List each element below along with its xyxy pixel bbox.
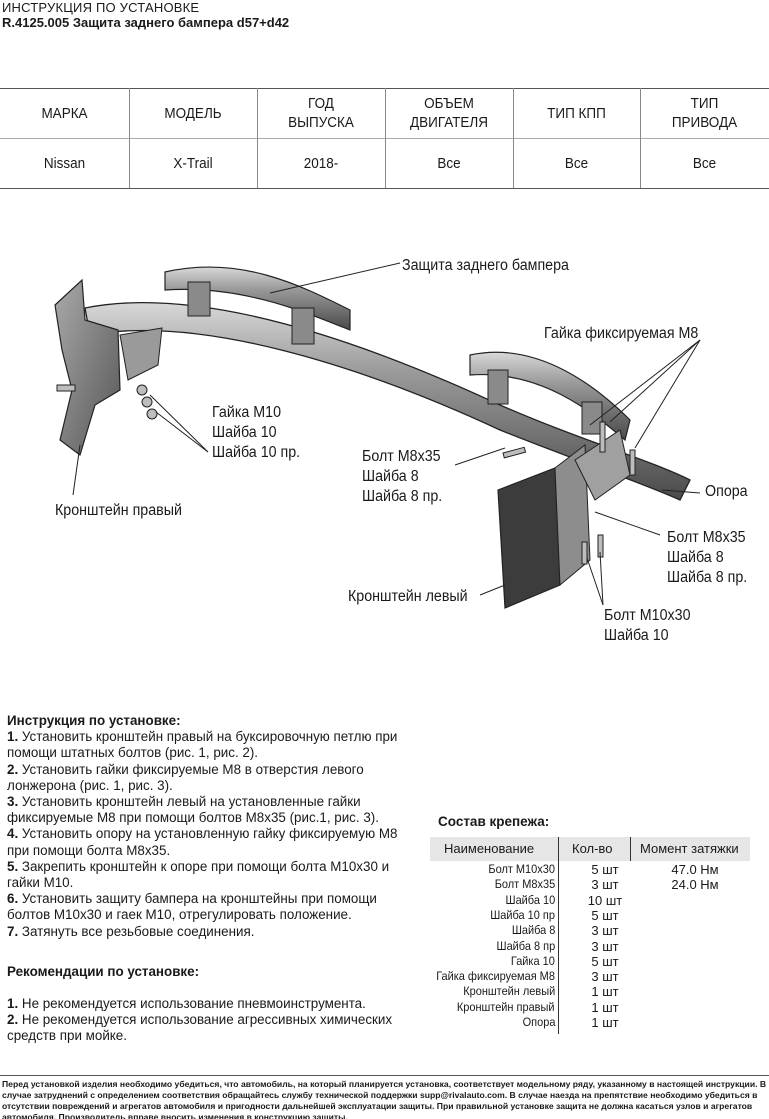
connector bbox=[291, 307, 315, 345]
washer bbox=[146, 408, 158, 420]
left-bracket-arm bbox=[554, 444, 591, 587]
label-washer-8-a: Шайба 8 bbox=[362, 468, 419, 485]
legal-footer: Перед установкой изделия необходимо убед… bbox=[0, 1075, 769, 1119]
header-gearbox: ТИП КПП bbox=[547, 104, 606, 122]
value-gearbox: Все bbox=[564, 154, 589, 172]
product-title: R.4125.005 Защита заднего бампера d57+d4… bbox=[2, 15, 290, 30]
instructions-title: Инструкция по установке: bbox=[7, 713, 181, 728]
left-bracket-plate bbox=[497, 467, 561, 609]
value-year: 2018- bbox=[303, 154, 339, 172]
fasteners-title: Состав крепежа: bbox=[438, 814, 550, 829]
installation-instructions: Инструкция по установке: 1. Установить к… bbox=[7, 713, 417, 1045]
value-engine: Все bbox=[437, 154, 461, 172]
label-bracket-left: Кронштейн левый bbox=[348, 588, 468, 605]
bolt bbox=[581, 541, 588, 565]
header-model: МОДЕЛЬ bbox=[164, 104, 222, 122]
value-drive: Все bbox=[692, 154, 717, 172]
connector bbox=[187, 281, 211, 317]
leader-lines bbox=[72, 262, 701, 606]
fasteners-divider bbox=[630, 837, 631, 861]
label-guard: Защита заднего бампера bbox=[402, 257, 569, 274]
label-bolt-m8-b: Болт М8х35 bbox=[667, 529, 746, 546]
fasteners-group bbox=[56, 384, 636, 565]
col-divider bbox=[257, 88, 258, 188]
bolt bbox=[502, 446, 527, 459]
connector bbox=[487, 369, 509, 405]
col-divider bbox=[513, 88, 514, 188]
bolt bbox=[629, 449, 636, 476]
label-support: Опора bbox=[705, 483, 748, 500]
instruction-step: 1. Установить кронштейн правый на буксир… bbox=[7, 729, 398, 761]
recommendation-item: 1. Не рекомендуется использование пневмо… bbox=[7, 996, 366, 1012]
label-washer-8-b: Шайба 8 bbox=[667, 549, 724, 566]
table-mid-rule bbox=[0, 138, 769, 139]
label-washer-8-spring-a: Шайба 8 пр. bbox=[362, 488, 443, 505]
col-divider bbox=[640, 88, 641, 188]
recommendations-title: Рекомендации по установке: bbox=[7, 963, 200, 979]
label-washer-10-b: Шайба 10 bbox=[604, 627, 669, 644]
table-top-rule bbox=[0, 88, 769, 89]
table-bottom-rule bbox=[0, 188, 769, 189]
upper-tube-right bbox=[469, 351, 631, 442]
value-make: Nissan bbox=[43, 154, 86, 172]
label-nut-m10: Гайка М10 bbox=[212, 404, 282, 421]
label-bolt-m8-a: Болт М8х35 bbox=[362, 448, 441, 465]
label-washer-8-spring-b: Шайба 8 пр. bbox=[667, 569, 748, 586]
label-washer-10: Шайба 10 bbox=[212, 424, 277, 441]
instruction-step: 7. Затянуть все резьбовые соединения. bbox=[7, 923, 255, 939]
label-bolt-m10: Болт М10х30 bbox=[604, 607, 691, 624]
label-washer-10-spring: Шайба 10 пр. bbox=[212, 444, 301, 461]
instruction-step: 6. Установить защиту бампера на кронштей… bbox=[7, 891, 377, 923]
doc-header-label: ИНСТРУКЦИЯ ПО УСТАНОВКЕ bbox=[2, 0, 200, 15]
col-divider bbox=[129, 88, 130, 188]
header-make: МАРКА bbox=[41, 104, 88, 122]
right-bracket-shape bbox=[54, 278, 121, 456]
fasteners-header-row bbox=[430, 837, 750, 861]
assembly-diagram: Защита заднего бампера Гайка фиксируемая… bbox=[0, 190, 769, 690]
instruction-step: 5. Закрепить кронштейн к опоре при помощ… bbox=[7, 858, 390, 891]
instruction-step: 4. Установить опору на установленную гай… bbox=[7, 826, 398, 858]
upper-tube bbox=[164, 266, 351, 331]
bolt bbox=[599, 421, 606, 453]
recommendation-item: 2. Не рекомендуется использование агресс… bbox=[7, 1012, 393, 1044]
label-bracket-right: Кронштейн правый bbox=[55, 502, 182, 519]
connector bbox=[581, 401, 603, 435]
label-fixed-nut: Гайка фиксируемая М8 bbox=[544, 325, 699, 342]
washer bbox=[136, 384, 148, 396]
col-divider bbox=[385, 88, 386, 188]
value-model: X-Trail bbox=[173, 154, 213, 172]
washer bbox=[141, 396, 153, 408]
instruction-step: 2. Установить гайки фиксируемые М8 в отв… bbox=[7, 761, 364, 793]
instruction-step: 3. Установить кронштейн левый на установ… bbox=[7, 794, 379, 826]
bolt bbox=[56, 384, 76, 392]
fasteners-divider bbox=[558, 837, 559, 1034]
fasteners-header-qty: Кол-во bbox=[572, 841, 613, 856]
fasteners-header-name: Наименование bbox=[444, 841, 535, 856]
right-bracket-gusset bbox=[119, 327, 163, 381]
assembly-drawing bbox=[54, 262, 701, 609]
main-tube bbox=[84, 302, 691, 501]
fasteners-header-torque: Момент затяжки bbox=[640, 841, 739, 856]
